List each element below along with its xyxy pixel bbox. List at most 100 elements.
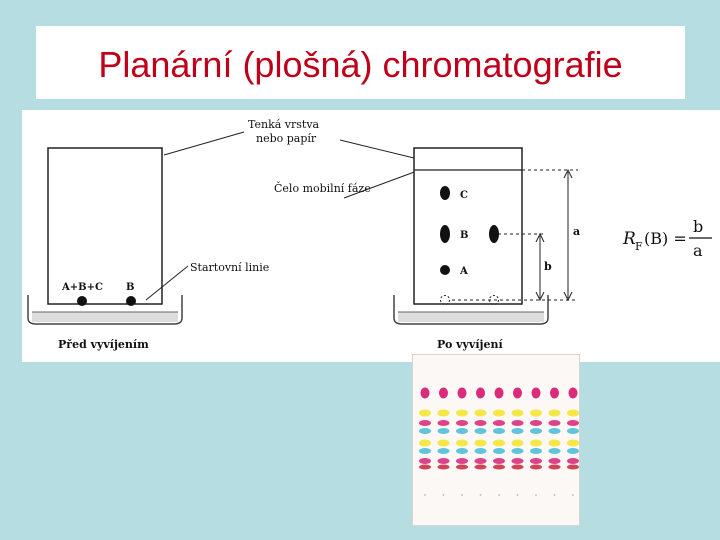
tlc-band <box>419 458 431 464</box>
tlc-band <box>511 428 524 434</box>
origin-1 <box>440 295 450 305</box>
tlc-photo-svg <box>419 387 579 496</box>
tlc-band <box>530 428 542 434</box>
tlc-band <box>530 448 542 454</box>
tlc-band <box>493 428 505 434</box>
left-spot-b <box>126 296 136 306</box>
left-plate <box>47 147 163 305</box>
tlc-band <box>437 409 450 417</box>
tlc-band <box>419 428 431 434</box>
tlc-band <box>474 464 487 470</box>
left-tank <box>27 295 183 325</box>
tlc-band <box>511 439 524 447</box>
tlc-band <box>437 448 450 454</box>
dim-a-arrow-bottom <box>563 291 573 302</box>
label-spot-c: C <box>460 190 468 201</box>
label-thin-layer: Tenká vrstva <box>248 118 320 131</box>
dim-a-arrow-top <box>563 168 573 179</box>
tlc-origin-dot <box>442 494 445 496</box>
tlc-band <box>474 409 487 417</box>
tlc-origin-dot <box>535 494 537 496</box>
tlc-band <box>548 428 561 434</box>
tlc-band <box>474 439 487 447</box>
tlc-band <box>493 439 505 447</box>
tlc-origin-dot <box>572 494 574 496</box>
tlc-origin-dot <box>479 494 482 496</box>
callout-start <box>145 265 189 301</box>
tlc-band <box>437 464 450 470</box>
tlc-band <box>511 464 524 470</box>
tlc-band <box>456 420 468 426</box>
tlc-band <box>456 464 468 470</box>
callout-layer-left <box>163 131 245 156</box>
tlc-band <box>456 448 468 454</box>
tlc-band <box>530 439 542 447</box>
tlc-band <box>513 387 522 399</box>
tlc-band <box>494 387 504 399</box>
label-after: Po vyvíjení <box>437 338 503 351</box>
tlc-band <box>456 458 468 464</box>
tlc-band <box>437 439 450 447</box>
tlc-band <box>548 409 561 417</box>
tlc-band <box>511 458 524 464</box>
formula-arg: (B) = <box>644 229 687 248</box>
tlc-band <box>474 420 487 426</box>
tlc-band <box>567 464 579 470</box>
dim-b-arrow-top <box>535 232 545 243</box>
tlc-band <box>567 428 579 434</box>
tlc-band <box>530 458 542 464</box>
tlc-band <box>548 448 561 454</box>
tlc-band <box>439 387 448 399</box>
page-title: Planární (plošná) chromatografie <box>98 44 623 85</box>
tlc-band <box>511 420 524 426</box>
tlc-band <box>419 448 431 454</box>
tlc-band <box>456 409 468 417</box>
tlc-band <box>437 458 450 464</box>
tlc-band <box>457 387 467 399</box>
tlc-origin-dot <box>553 494 556 496</box>
label-dim-a: a <box>573 225 580 238</box>
callout-layer-right <box>339 139 415 159</box>
tlc-band <box>548 458 561 464</box>
tlc-band <box>493 409 505 417</box>
label-spot-a: A <box>459 266 468 277</box>
right-plate <box>413 147 523 305</box>
formula-r: R <box>622 229 636 249</box>
tlc-band <box>531 387 541 399</box>
label-before: Před vyvíjením <box>58 338 149 351</box>
chromatography-diagram: A+B+C B Před vyvíjením Tenká vrstva nebo… <box>22 110 720 362</box>
tlc-origin-dot <box>516 494 519 496</box>
tlc-band <box>456 428 468 434</box>
tlc-band <box>419 464 431 470</box>
formula-sub: F <box>635 240 643 253</box>
tlc-band <box>474 448 487 454</box>
label-mobile-front: Čelo mobilní fáze <box>274 181 371 195</box>
tlc-band <box>511 448 524 454</box>
spot-b <box>440 225 450 243</box>
tlc-band <box>493 464 505 470</box>
tlc-band <box>548 420 561 426</box>
tlc-origin-dot <box>498 494 500 496</box>
tlc-band <box>493 458 505 464</box>
tlc-origin-dot <box>461 494 463 496</box>
formula-numerator: b <box>693 217 703 236</box>
origin-2 <box>489 295 499 305</box>
tlc-band <box>511 409 524 417</box>
right-solvent <box>398 312 544 322</box>
tlc-band <box>419 439 431 447</box>
tlc-photo <box>412 354 580 526</box>
tlc-band <box>530 420 542 426</box>
tlc-band <box>567 439 579 447</box>
title-box: Planární (plošná) chromatografie <box>36 26 685 99</box>
tlc-band <box>437 420 450 426</box>
tlc-band <box>493 448 505 454</box>
left-spot-mix <box>77 296 87 306</box>
right-tank <box>393 295 549 325</box>
tlc-band <box>419 409 431 417</box>
callout-front <box>343 170 418 199</box>
tlc-band <box>456 439 468 447</box>
label-spot-b: B <box>460 230 468 241</box>
tlc-band <box>493 420 505 426</box>
dim-b-arrow-bottom <box>535 291 545 302</box>
tlc-band <box>567 458 579 464</box>
